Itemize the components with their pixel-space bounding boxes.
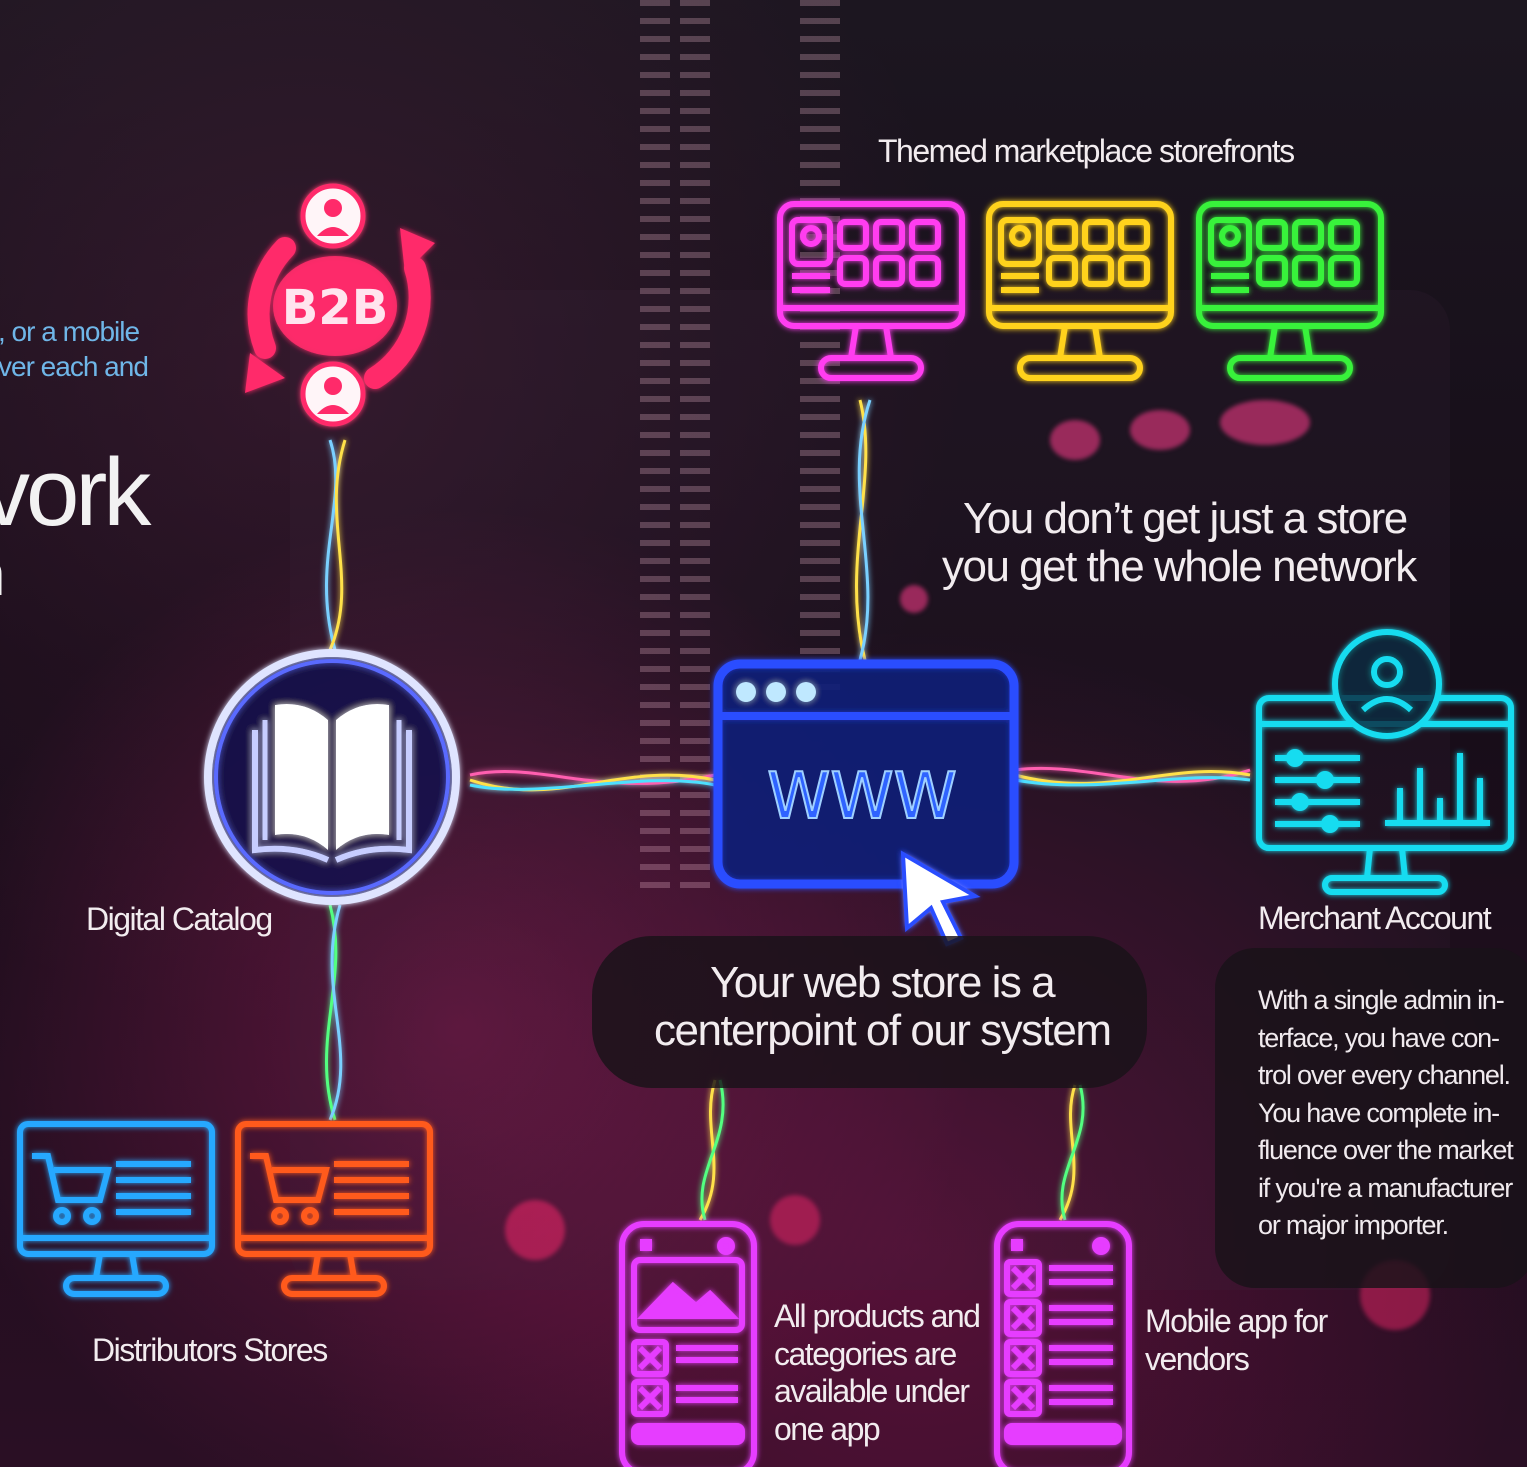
merchant-description-line: You have complete in- — [1258, 1097, 1500, 1128]
browser-www-icon: WWW — [713, 659, 1019, 889]
storefront-monitor-icon — [777, 201, 965, 381]
bokeh-light — [505, 1200, 565, 1260]
digital-catalog-label: Digital Catalog — [86, 901, 273, 937]
shop-cart-monitor-icon — [235, 1121, 433, 1297]
centerpoint-line: centerpoint of our system — [654, 1006, 1112, 1055]
mobile-vendors-line: vendors — [1145, 1340, 1250, 1377]
centerpoint-line: Your web store is a — [710, 958, 1056, 1007]
mobile-vendors-line: Mobile app for — [1145, 1303, 1328, 1339]
catalog-book-icon — [204, 649, 460, 905]
storefront-monitor-icon — [986, 201, 1174, 381]
merchant-description-line: trol over every channel. — [1258, 1060, 1511, 1090]
intro-heading-fragment: vork — [0, 439, 151, 546]
mobile-phone-icon — [994, 1221, 1132, 1467]
b2b-label: B2B — [282, 280, 389, 336]
merchant-description-line: fluence over the market — [1258, 1135, 1514, 1165]
circuit-stripe — [680, 0, 710, 900]
merchant-description-box — [1215, 948, 1527, 1288]
mobile-products-line: available under — [774, 1373, 970, 1409]
bokeh-light — [1220, 400, 1310, 445]
circuit-stripe — [640, 0, 670, 900]
b2b-cycle-icon: B2B — [245, 183, 435, 427]
headline-line: you get the whole network — [942, 542, 1417, 591]
mobile-vendors-text: Mobile app for vendors — [1145, 1303, 1328, 1378]
merchant-account-label: Merchant Account — [1258, 900, 1492, 936]
centerpoint-callout — [592, 936, 1147, 1088]
circuit-stripe — [800, 0, 840, 700]
webstore-label: WWW — [767, 760, 957, 834]
shop-cart-monitor-icon — [17, 1121, 215, 1297]
bokeh-light — [1050, 420, 1100, 460]
merchant-description: With a single admin in- terface, you hav… — [1258, 982, 1514, 1245]
intro-text-line: ver each and — [0, 351, 149, 382]
intro-text-line: , or a mobile — [0, 316, 140, 347]
mobile-products-text: All products and categories are availabl… — [774, 1298, 981, 1448]
merchant-description-line: terface, you have con- — [1258, 1022, 1500, 1053]
headline-line: You don’t get just a store — [963, 494, 1408, 543]
distributors-label: Distributors Stores — [92, 1332, 328, 1368]
mobile-phone-icon — [619, 1221, 757, 1467]
merchant-dashboard-icon — [1256, 629, 1514, 895]
mobile-products-line: one app — [774, 1410, 881, 1447]
bokeh-light — [770, 1195, 820, 1245]
mobile-products-line: All products and — [774, 1298, 981, 1334]
cursor-arrow-icon — [900, 850, 981, 947]
merchant-description-line: With a single admin in- — [1258, 985, 1505, 1015]
bokeh-light — [1130, 410, 1190, 450]
mobile-products-line: categories are — [774, 1335, 957, 1372]
merchant-description-line: if you're a manufacturer — [1258, 1172, 1513, 1203]
storefront-monitor-icon — [1196, 201, 1384, 381]
merchant-description-line: or major importer. — [1258, 1210, 1449, 1240]
bokeh-light — [900, 585, 928, 613]
storefronts-label: Themed marketplace storefronts — [878, 133, 1295, 169]
